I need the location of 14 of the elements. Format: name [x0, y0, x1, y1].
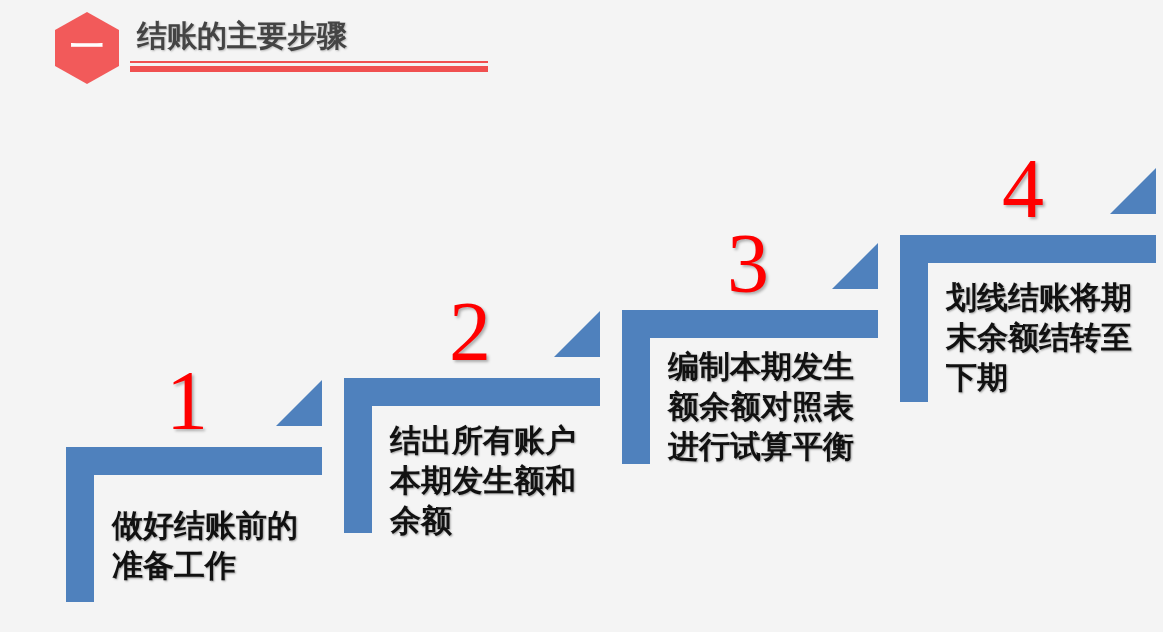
step-number: 3 [727, 222, 769, 306]
step-text: 做好结账前的准备工作 [112, 506, 299, 585]
hexagon-badge [55, 12, 119, 84]
step-text: 划线结账将期末余额结转至下期 [946, 278, 1133, 397]
step-number: 2 [449, 290, 491, 374]
step-text: 编制本期发生额余额对照表进行试算平衡 [668, 347, 855, 466]
step-bracket [900, 235, 1156, 402]
badge-label: 一 [69, 26, 105, 66]
step-text: 结出所有账户本期发生额和余额 [390, 421, 577, 540]
step-number: 1 [166, 359, 208, 443]
step-number: 4 [1002, 147, 1044, 231]
step-bracket [622, 310, 878, 464]
title-text: 结账的主要步骤 [137, 17, 347, 55]
step-bracket [66, 447, 322, 602]
